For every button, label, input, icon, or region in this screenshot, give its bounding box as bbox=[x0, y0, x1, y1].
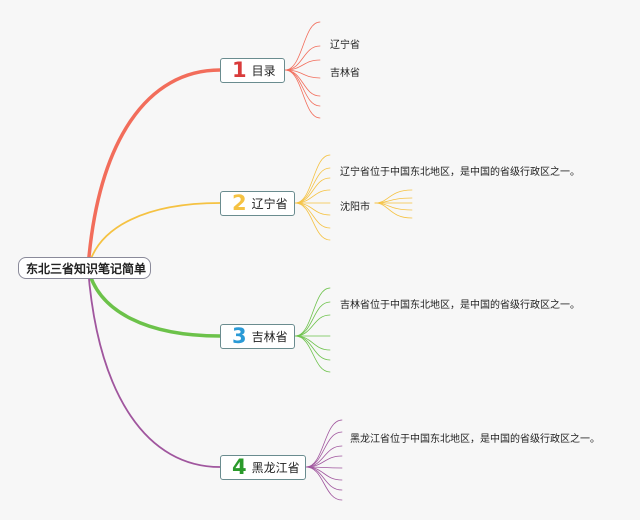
branch-label: 目录 bbox=[251, 64, 276, 78]
branch-label: 吉林省 bbox=[251, 330, 288, 344]
leaf-text[interactable]: 吉林省 bbox=[330, 68, 360, 79]
leaf-connector bbox=[294, 167, 331, 204]
leaf-connector bbox=[284, 45, 321, 71]
leaf-connector bbox=[294, 287, 331, 337]
leaf-connector bbox=[284, 59, 321, 71]
leaf-connector bbox=[294, 177, 331, 204]
branch-connector bbox=[87, 267, 221, 468]
leaf-connector bbox=[284, 21, 321, 71]
leaf-connector bbox=[294, 202, 331, 241]
leaf-connector bbox=[284, 69, 321, 107]
branch-number: 1 bbox=[232, 58, 247, 82]
branch-node-jilin[interactable]: 3 吉林省 bbox=[220, 324, 295, 349]
leaf-connector bbox=[305, 466, 343, 491]
root-node[interactable]: 东北三省知识笔记简单 bbox=[18, 257, 151, 279]
leaf-text[interactable]: 辽宁省 bbox=[330, 40, 360, 51]
branch-number: 4 bbox=[232, 455, 247, 479]
branch-node-heilongjiang[interactable]: 4 黑龙江省 bbox=[220, 455, 306, 480]
leaf-connector bbox=[294, 301, 331, 337]
branch-number: 3 bbox=[232, 324, 247, 348]
leaf-connector bbox=[374, 189, 413, 204]
leaf-connector bbox=[305, 466, 343, 501]
leaf-text[interactable]: 辽宁省位于中国东北地区，是中国的省级行政区之一。 bbox=[340, 167, 580, 178]
branch-label: 黑龙江省 bbox=[251, 461, 300, 475]
leaf-connector bbox=[374, 202, 413, 219]
leaf-connector bbox=[294, 202, 331, 216]
branch-node-liaoning[interactable]: 2 辽宁省 bbox=[220, 191, 295, 216]
leaf-connector bbox=[294, 314, 331, 337]
leaf-connector bbox=[294, 335, 331, 361]
branch-connector bbox=[86, 266, 222, 338]
branch-label: 辽宁省 bbox=[251, 197, 288, 211]
leaf-text[interactable]: 黑龙江省位于中国东北地区，是中国的省级行政区之一。 bbox=[350, 434, 600, 445]
leaf-connector bbox=[294, 202, 331, 229]
leaf-connector bbox=[374, 197, 413, 204]
branch-node-contents[interactable]: 1 目录 bbox=[220, 58, 285, 83]
leaf-text[interactable]: 吉林省位于中国东北地区，是中国的省级行政区之一。 bbox=[340, 300, 580, 311]
leaf-connector bbox=[305, 431, 343, 468]
root-label: 东北三省知识笔记简单 bbox=[26, 261, 147, 276]
branch-number: 2 bbox=[232, 191, 247, 215]
leaf-connector bbox=[305, 419, 343, 468]
leaf-connector bbox=[284, 69, 321, 119]
branch-connector bbox=[86, 68, 222, 270]
branch-connector bbox=[87, 202, 221, 269]
leaf-text[interactable]: 沈阳市 bbox=[340, 202, 370, 213]
leaf-connector bbox=[294, 335, 331, 373]
